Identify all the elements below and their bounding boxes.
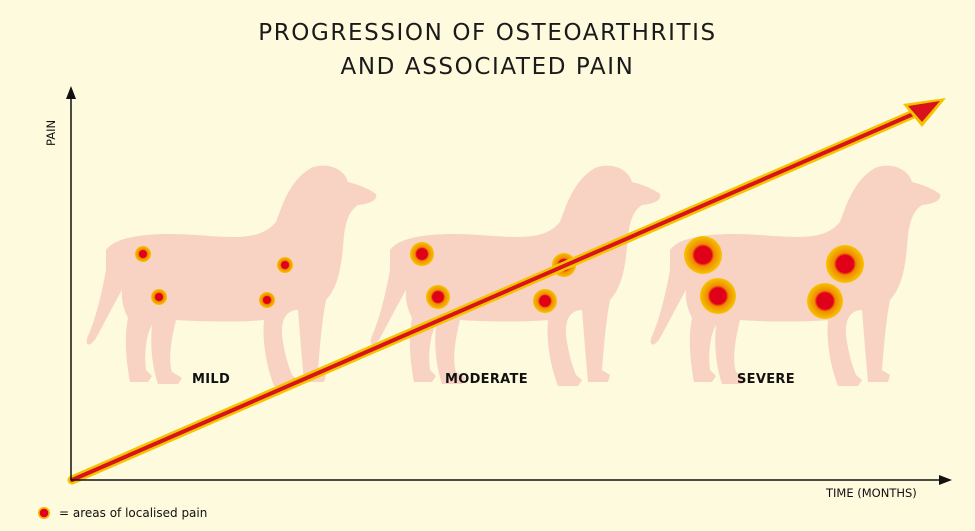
x-axis-arrow-icon [939, 475, 952, 485]
stage-label-moderate: MODERATE [445, 372, 528, 387]
x-axis-label: TIME (MONTHS) [826, 486, 917, 500]
y-axis-arrow-icon [66, 86, 76, 99]
legend-text: = areas of localised pain [59, 506, 207, 520]
dog-silhouette-severe [651, 166, 941, 386]
pain-spot [410, 242, 434, 266]
pain-spot [135, 246, 151, 262]
x-axis [71, 475, 952, 485]
chart-title-line1: PROGRESSION OF OSTEOARTHRITIS [0, 20, 975, 46]
pain-spot [533, 289, 557, 313]
pain-spot [684, 236, 722, 274]
pain-spot [151, 289, 167, 305]
legend: = areas of localised pain [38, 506, 207, 520]
pain-spot [807, 283, 843, 319]
pain-spot [277, 257, 293, 273]
pain-spot-icon [38, 507, 50, 519]
pain-spot [426, 285, 450, 309]
stage-label-mild: MILD [192, 372, 230, 387]
pain-spot [259, 292, 275, 308]
pain-spot [700, 278, 736, 314]
dog-silhouette-mild [87, 166, 377, 386]
stage-label-severe: SEVERE [737, 372, 795, 387]
chart-title-line2: AND ASSOCIATED PAIN [0, 54, 975, 80]
y-axis-label: PAIN [44, 120, 58, 146]
dog-silhouette-moderate [371, 166, 661, 386]
y-axis [66, 86, 76, 480]
pain-spot [826, 245, 864, 283]
